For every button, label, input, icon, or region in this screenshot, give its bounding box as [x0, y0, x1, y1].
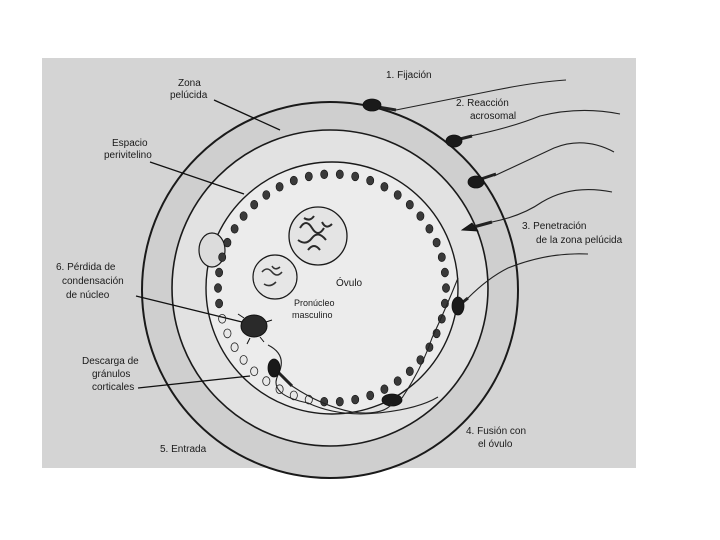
discharged-granule [240, 356, 247, 365]
label-zona-line2: pelúcida [170, 90, 208, 101]
label-penetracion-line1: 3. Penetración [522, 221, 587, 232]
cortical-granule [251, 200, 258, 209]
label-espacio-line1: Espacio [112, 138, 148, 149]
cortical-granule [433, 238, 440, 247]
cortical-granule [441, 268, 448, 277]
label-ovulo: Óvulo [336, 276, 363, 289]
cortical-granule [352, 172, 359, 181]
label-entrada: 5. Entrada [160, 444, 207, 455]
cortical-granule [442, 284, 449, 293]
cortical-granule [224, 238, 231, 247]
discharged-granule [263, 377, 270, 386]
label-reaccion-line1: 2. Reacción [456, 98, 509, 109]
label-reaccion-line2: acrosomal [470, 111, 516, 122]
label-perdida-line2: condensación [62, 276, 124, 287]
cortical-granule [438, 253, 445, 262]
cortical-granule [336, 397, 343, 406]
discharged-granule [219, 314, 226, 323]
cortical-granule [406, 367, 413, 376]
label-fusion-line2: el óvulo [478, 439, 513, 450]
male-pronucleus [253, 255, 297, 299]
cortical-granule [381, 182, 388, 191]
discharged-granule [224, 329, 231, 338]
cortical-granule [367, 176, 374, 185]
label-espacio-line2: perivitelino [104, 150, 152, 161]
cortical-granule [219, 253, 226, 262]
label-perdida-line3: de núcleo [66, 290, 110, 301]
label-fijacion: 1. Fijación [386, 70, 432, 81]
label-pronucleo-line1: Pronúcleo [294, 298, 335, 308]
label-zona-line1: Zona [178, 78, 201, 89]
label-descarga-line1: Descarga de [82, 356, 139, 367]
female-pronucleus [289, 207, 347, 265]
cortical-granule [276, 182, 283, 191]
cortical-granule [214, 284, 221, 293]
discharged-granule [251, 367, 258, 376]
label-fusion-line1: 4. Fusión con [466, 426, 526, 437]
cortical-granule [263, 191, 270, 200]
cortical-granule [367, 391, 374, 400]
cortical-granule [216, 299, 223, 308]
cortical-granule [231, 224, 238, 233]
cortical-granule [352, 395, 359, 404]
cortical-granule [394, 191, 401, 200]
label-descarga-line2: gránulos [92, 369, 130, 380]
cortical-granule [417, 212, 424, 221]
cortical-granule [240, 212, 247, 221]
cortical-granule [290, 176, 297, 185]
label-penetracion-line2: de la zona pelúcida [536, 235, 623, 246]
cortical-granule [321, 170, 328, 179]
cortical-granule [305, 172, 312, 181]
polar-body [199, 233, 225, 267]
label-pronucleo-line2: masculino [292, 310, 333, 320]
label-perdida-line1: 6. Pérdida de [56, 262, 116, 273]
cortical-granule [381, 385, 388, 394]
cortical-granule [216, 268, 223, 277]
cortical-granule [426, 224, 433, 233]
label-descarga-line3: corticales [92, 382, 134, 393]
cortical-granule [394, 377, 401, 386]
cortical-granule [406, 200, 413, 209]
cortical-granule [336, 170, 343, 179]
discharged-granule [231, 343, 238, 352]
